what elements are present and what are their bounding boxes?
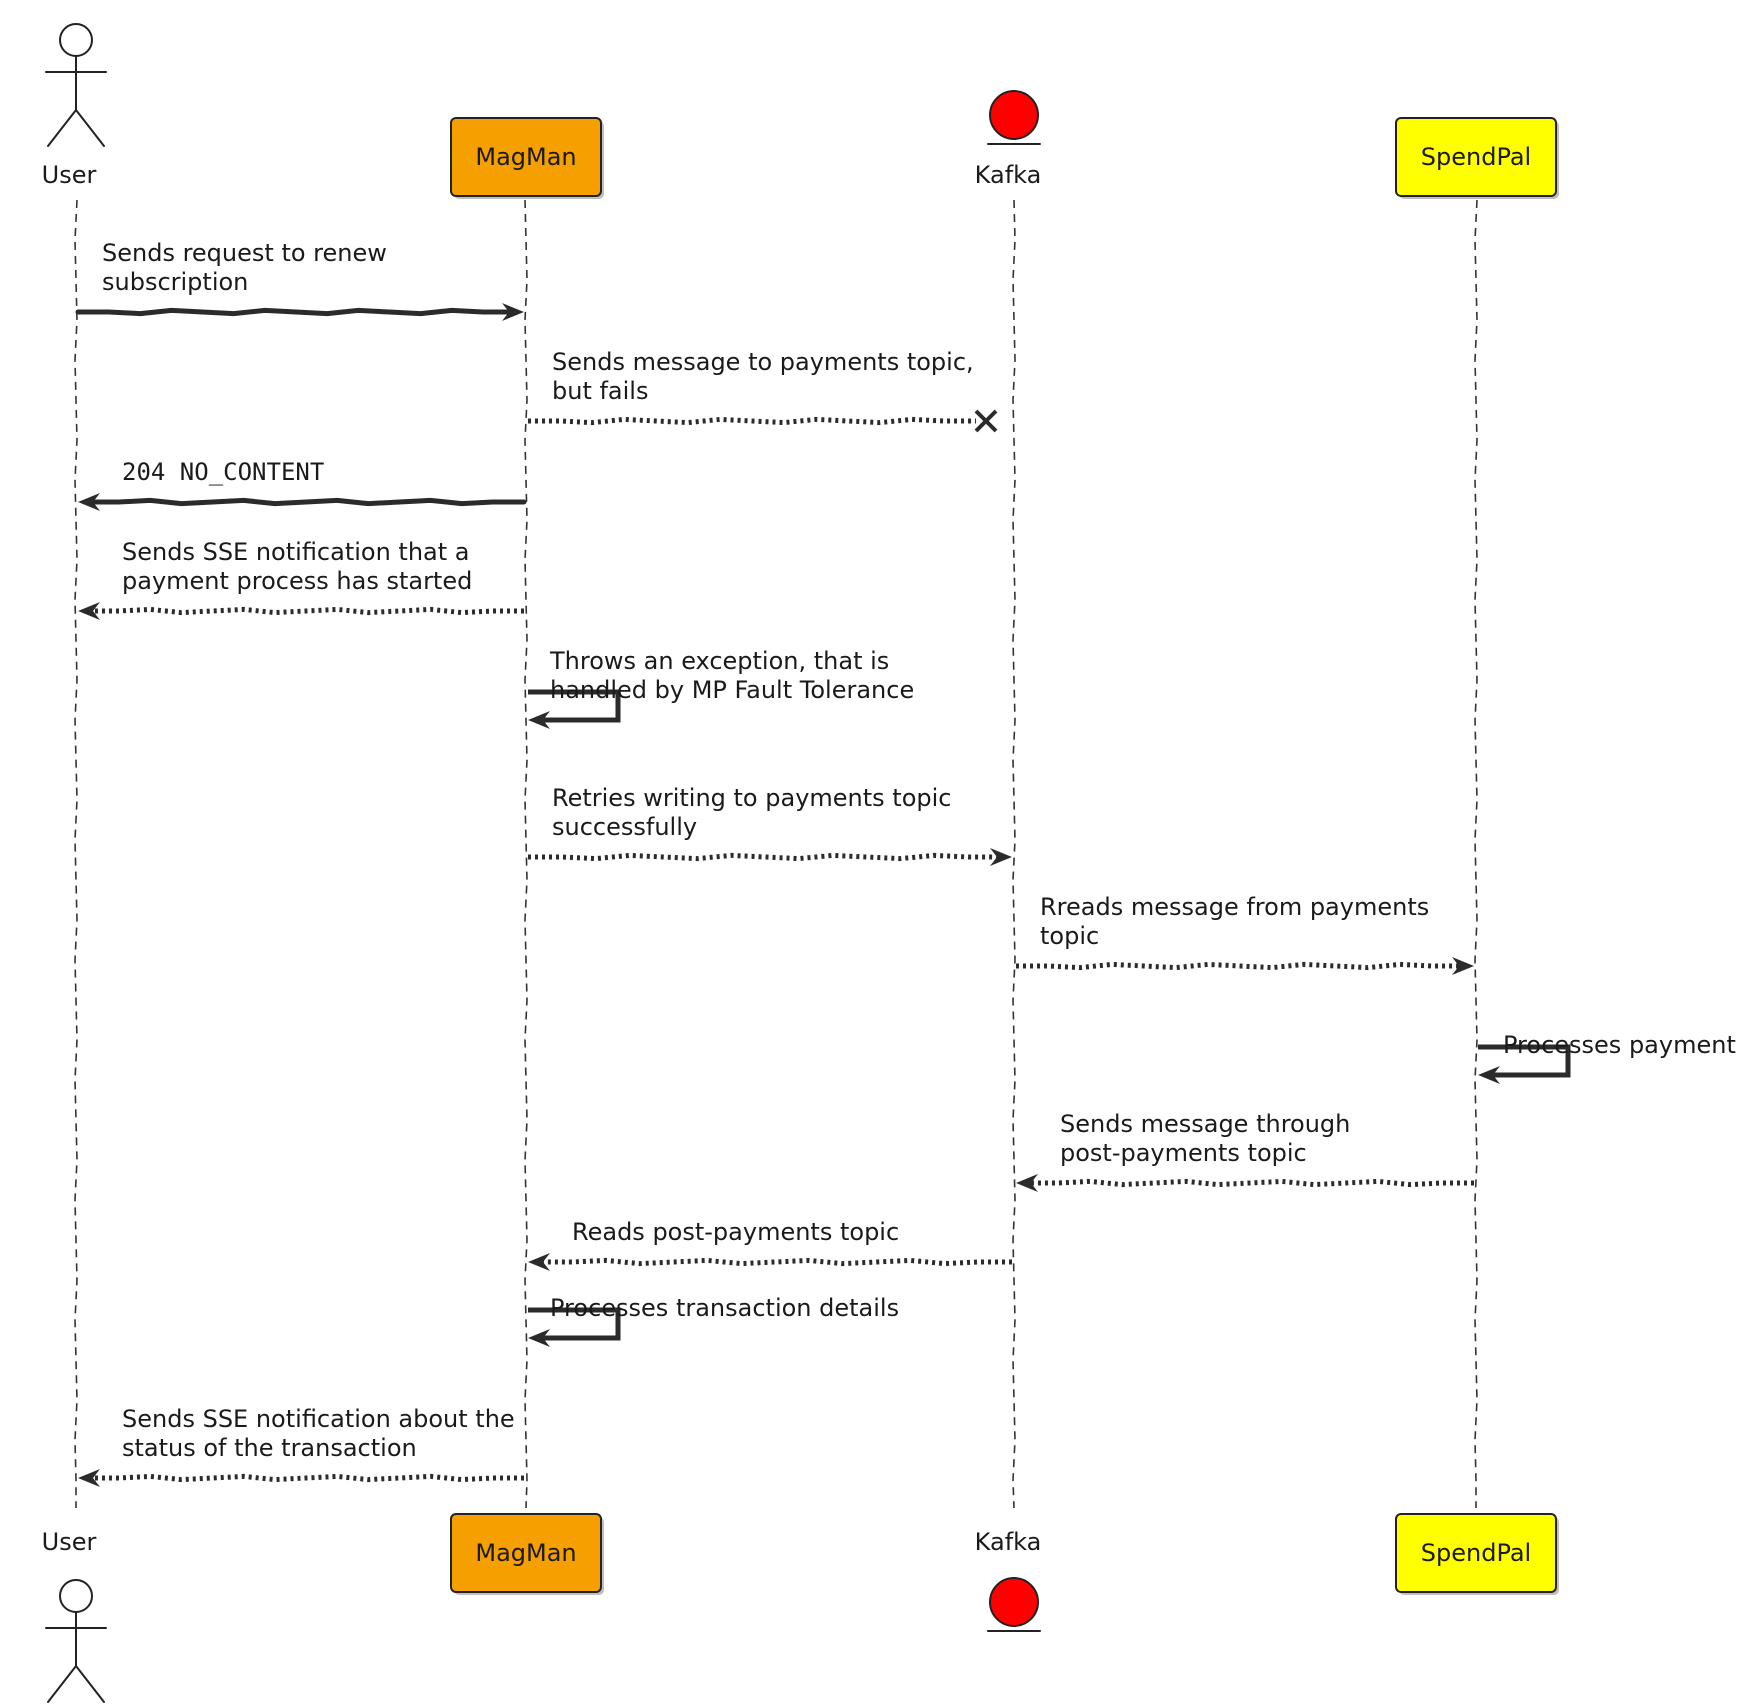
magman-label: MagMan: [475, 143, 576, 171]
magman-label: MagMan: [475, 1539, 576, 1567]
message-label: Throws an exception, that is: [549, 647, 889, 675]
message-label: Sends request to renew: [102, 239, 387, 267]
participant-user-bottom: User: [42, 1528, 107, 1703]
entity-circle-icon: [987, 90, 1041, 145]
message-label: subscription: [102, 268, 248, 296]
self-call-arrow: [1478, 1044, 1571, 1078]
message-2: Sends message to payments topic,but fail…: [528, 348, 998, 433]
message-label: status of the transaction: [122, 1434, 417, 1462]
message-label: but fails: [552, 377, 648, 405]
spendpal-label: SpendPal: [1421, 143, 1531, 171]
participant-kafka-bottom: Kafka: [975, 1528, 1042, 1632]
spendpal-box: [1395, 117, 1557, 197]
message-label: successfully: [552, 813, 697, 841]
message-arrow-line: [1026, 1178, 1474, 1188]
message-arrow-line: [75, 307, 517, 317]
kafka-lifeline: [1012, 199, 1016, 1509]
magman-lifeline: [524, 199, 528, 1509]
message-label: Reads post-payments topic: [572, 1218, 899, 1246]
spendpal-label: SpendPal: [1421, 1539, 1531, 1567]
message-label: payment process has started: [122, 567, 472, 595]
message-arrow-line: [528, 852, 1002, 862]
message-arrow-line: [1016, 961, 1464, 971]
message-arrow-line: [88, 606, 524, 616]
arrow-head-icon: [528, 711, 550, 729]
spendpal-lifeline: [1474, 199, 1478, 1508]
participant-spendpal-bottom: SpendPal: [1395, 1513, 1559, 1595]
message-label: handled by MP Fault Tolerance: [550, 676, 914, 704]
message-arrow-line: [528, 416, 976, 426]
message-label: Processes transaction details: [550, 1294, 899, 1322]
message-label: 204 NO_CONTENT: [122, 458, 324, 486]
message-label: Sends message through: [1060, 1110, 1350, 1138]
arrow-head-icon: [1478, 1066, 1500, 1084]
arrow-head-icon: [78, 1469, 100, 1487]
arrow-head-icon: [528, 1253, 550, 1271]
message-arrow-line: [85, 497, 527, 507]
self-call-arrow: [528, 1307, 621, 1341]
actor-stick-figure-icon: [45, 23, 107, 147]
message-label: Sends message to payments topic,: [552, 348, 974, 376]
participant-spendpal-top: SpendPal: [1395, 117, 1559, 199]
message-10: Reads post-payments topic: [528, 1218, 1012, 1271]
message-arrow-line: [88, 1473, 524, 1483]
message-6: Retries writing to payments topicsuccess…: [528, 784, 1012, 866]
magman-box: [450, 117, 602, 197]
arrow-head-icon: [1016, 1174, 1038, 1192]
participant-magman-top: MagMan: [450, 117, 604, 199]
arrow-head-icon: [78, 602, 100, 620]
message-label: Retries writing to payments topic: [552, 784, 951, 812]
user-label: User: [42, 1528, 97, 1556]
arrow-head-icon: [1452, 957, 1474, 975]
spendpal-box: [1395, 1513, 1557, 1593]
participant-magman-bottom: MagMan: [450, 1513, 604, 1595]
message-label: topic: [1040, 922, 1099, 950]
message-arrow-line: [538, 1257, 1012, 1267]
participant-user-top: User: [42, 23, 107, 189]
arrow-head-icon: [528, 1329, 550, 1347]
user-lifeline: [74, 199, 78, 1508]
entity-circle-icon: [987, 1577, 1041, 1632]
arrow-head-icon: [78, 493, 100, 511]
message-label: Processes payment: [1503, 1031, 1736, 1059]
message-label: post-payments topic: [1060, 1139, 1307, 1167]
magman-box: [450, 1513, 602, 1593]
user-label: User: [42, 161, 97, 189]
participant-kafka-top: Kafka: [975, 90, 1042, 189]
lost-message-x-icon: [974, 409, 998, 433]
actor-stick-figure-icon: [45, 1579, 107, 1703]
message-3: 204 NO_CONTENT: [78, 458, 527, 511]
self-call-arrow: [528, 689, 621, 723]
message-label: Sends SSE notification about the: [122, 1405, 515, 1433]
arrow-head-icon: [990, 848, 1012, 866]
message-8: Processes payment: [1478, 1031, 1736, 1084]
message-label: Sends SSE notification that a: [122, 538, 470, 566]
message-label: Rreads message from payments: [1040, 893, 1429, 921]
kafka-label: Kafka: [975, 161, 1042, 189]
message-11: Processes transaction details: [528, 1294, 899, 1347]
arrow-head-icon: [502, 303, 524, 321]
kafka-label: Kafka: [975, 1528, 1042, 1556]
